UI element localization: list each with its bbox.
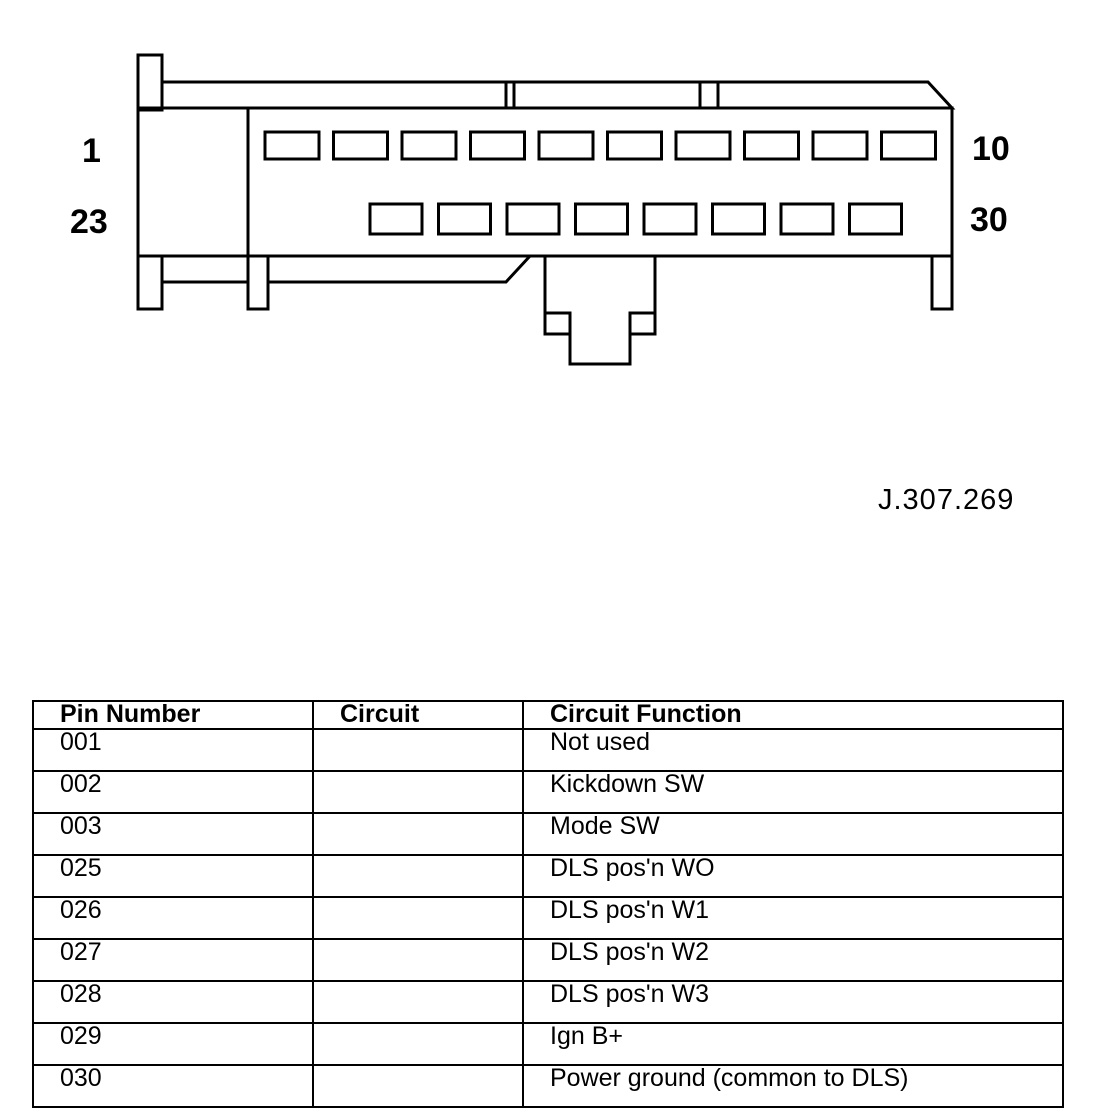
- header-circuit: Circuit: [312, 700, 524, 730]
- bottom-left-foot: [136, 254, 164, 311]
- pin-label-top-right: 10: [972, 130, 1010, 168]
- pin-label-bottom-right: 30: [970, 201, 1008, 239]
- cell-circuit: [312, 980, 524, 1024]
- cell-circuit: [312, 1064, 524, 1108]
- pin-cavity: [779, 202, 835, 236]
- pin-cavity: [505, 202, 561, 236]
- connector-diagram: [136, 53, 956, 366]
- cell-pin: 028: [32, 980, 314, 1024]
- pin-cavity: [811, 130, 869, 161]
- table-header-row: Pin Number Circuit Circuit Function: [32, 700, 1064, 730]
- cell-circuit: [312, 728, 524, 772]
- pin-cavity: [642, 202, 698, 236]
- pin-cavity: [711, 202, 766, 236]
- pin-cavity: [332, 130, 389, 161]
- cavity-row-bottom: [368, 202, 903, 236]
- cell-pin: 026: [32, 896, 314, 940]
- table-row: 001 Not used: [32, 728, 1064, 772]
- cell-circuit: [312, 770, 524, 814]
- table-row: 025 DLS pos'n WO: [32, 854, 1064, 898]
- pin-cavity: [437, 202, 492, 236]
- pin-cavity: [263, 130, 321, 161]
- cell-function: DLS pos'n W1: [522, 896, 1064, 940]
- locking-tab: [543, 256, 657, 366]
- header-circuit-function: Circuit Function: [522, 700, 1064, 730]
- cell-circuit: [312, 1022, 524, 1066]
- cell-function: Not used: [522, 728, 1064, 772]
- bottom-right-foot: [930, 254, 954, 311]
- cell-function: DLS pos'n WO: [522, 854, 1064, 898]
- pin-cavity: [368, 202, 424, 236]
- table-row: 028 DLS pos'n W3: [32, 980, 1064, 1024]
- pin-cavity: [606, 130, 663, 161]
- pin-cavity: [743, 130, 800, 161]
- top-rail: [162, 80, 956, 110]
- bottom-inner-foot: [246, 254, 270, 311]
- cell-function: Kickdown SW: [522, 770, 1064, 814]
- pin-cavity: [880, 130, 937, 161]
- table-row: 026 DLS pos'n W1: [32, 896, 1064, 940]
- pin-cavity: [537, 130, 595, 161]
- pin-label-bottom-left: 23: [70, 203, 108, 241]
- cell-function: Mode SW: [522, 812, 1064, 856]
- cavity-row-top: [263, 130, 937, 161]
- cell-pin: 030: [32, 1064, 314, 1108]
- cell-circuit: [312, 854, 524, 898]
- pin-cavity: [574, 202, 629, 236]
- pin-cavity: [469, 130, 526, 161]
- pin-table: Pin Number Circuit Circuit Function 001 …: [32, 700, 1064, 1108]
- cell-pin: 027: [32, 938, 314, 982]
- cell-pin: 002: [32, 770, 314, 814]
- cell-pin: 003: [32, 812, 314, 856]
- pin-cavity: [848, 202, 903, 236]
- table-row: 002 Kickdown SW: [32, 770, 1064, 814]
- pin-cavity: [674, 130, 732, 161]
- locking-tab-inner: [545, 311, 655, 334]
- cell-circuit: [312, 896, 524, 940]
- table-row: 027 DLS pos'n W2: [32, 938, 1064, 982]
- cell-function: Ign B+: [522, 1022, 1064, 1066]
- table-row: 003 Mode SW: [32, 812, 1064, 856]
- cell-circuit: [312, 938, 524, 982]
- pin-label-top-left: 1: [82, 132, 101, 170]
- cell-function: DLS pos'n W2: [522, 938, 1064, 982]
- cell-function: DLS pos'n W3: [522, 980, 1064, 1024]
- cell-pin: 025: [32, 854, 314, 898]
- left-latch-post: [136, 53, 164, 112]
- bottom-rail-ramp: [268, 254, 532, 284]
- cell-pin: 029: [32, 1022, 314, 1066]
- table-row: 029 Ign B+: [32, 1022, 1064, 1066]
- drawing-reference: J.307.269: [878, 484, 1015, 516]
- pin-cavity: [400, 130, 458, 161]
- cell-function: Power ground (common to DLS): [522, 1064, 1064, 1108]
- header-pin-number: Pin Number: [32, 700, 314, 730]
- cell-pin: 001: [32, 728, 314, 772]
- cell-circuit: [312, 812, 524, 856]
- table-row: 030 Power ground (common to DLS): [32, 1064, 1064, 1108]
